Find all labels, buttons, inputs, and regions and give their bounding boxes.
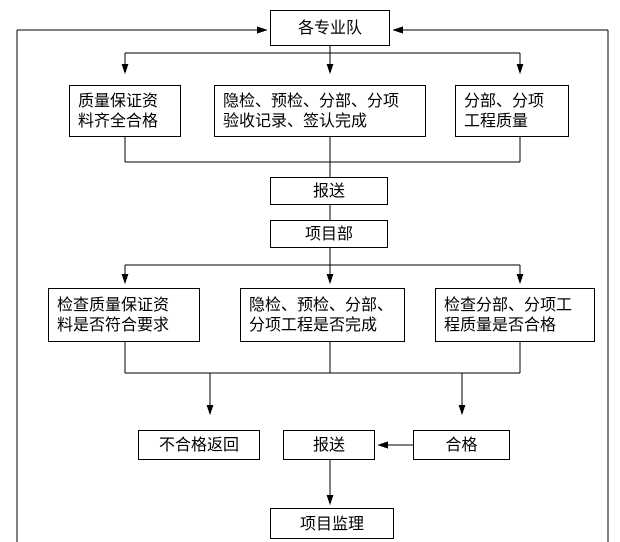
node-check-quality-qualified: 检查分部、分项工 程质量是否合格 [435, 288, 595, 342]
node-project-department: 项目部 [270, 220, 388, 248]
node-inspection-records-signed: 隐检、预检、分部、分项 验收记录、签认完成 [214, 85, 426, 137]
node-unqualified-return: 不合格返回 [138, 430, 260, 460]
node-submit-bottom: 报送 [283, 430, 375, 460]
connector-strokes [16, 29, 609, 542]
node-qualified: 合格 [413, 430, 510, 460]
arrowhead-into-teams-left [257, 26, 268, 34]
node-qa-materials-complete: 质量保证资 料齐全合格 [69, 85, 181, 137]
node-submit-top: 报送 [270, 177, 388, 205]
node-specialty-teams: 各专业队 [270, 10, 390, 46]
node-check-inspections-complete: 隐检、预检、分部、 分项工程是否完成 [240, 288, 405, 342]
arrowheads [121, 26, 524, 505]
arrowhead-into-teams-right [392, 26, 403, 34]
node-subproject-quality: 分部、分项 工程质量 [455, 85, 569, 137]
arrowhead-into-submit-bottom [377, 441, 388, 449]
node-project-supervision: 项目监理 [270, 508, 394, 539]
arrowhead-into-supervision [326, 495, 334, 505]
node-check-qa-materials: 检查质量保证资 料是否符合要求 [48, 288, 200, 342]
